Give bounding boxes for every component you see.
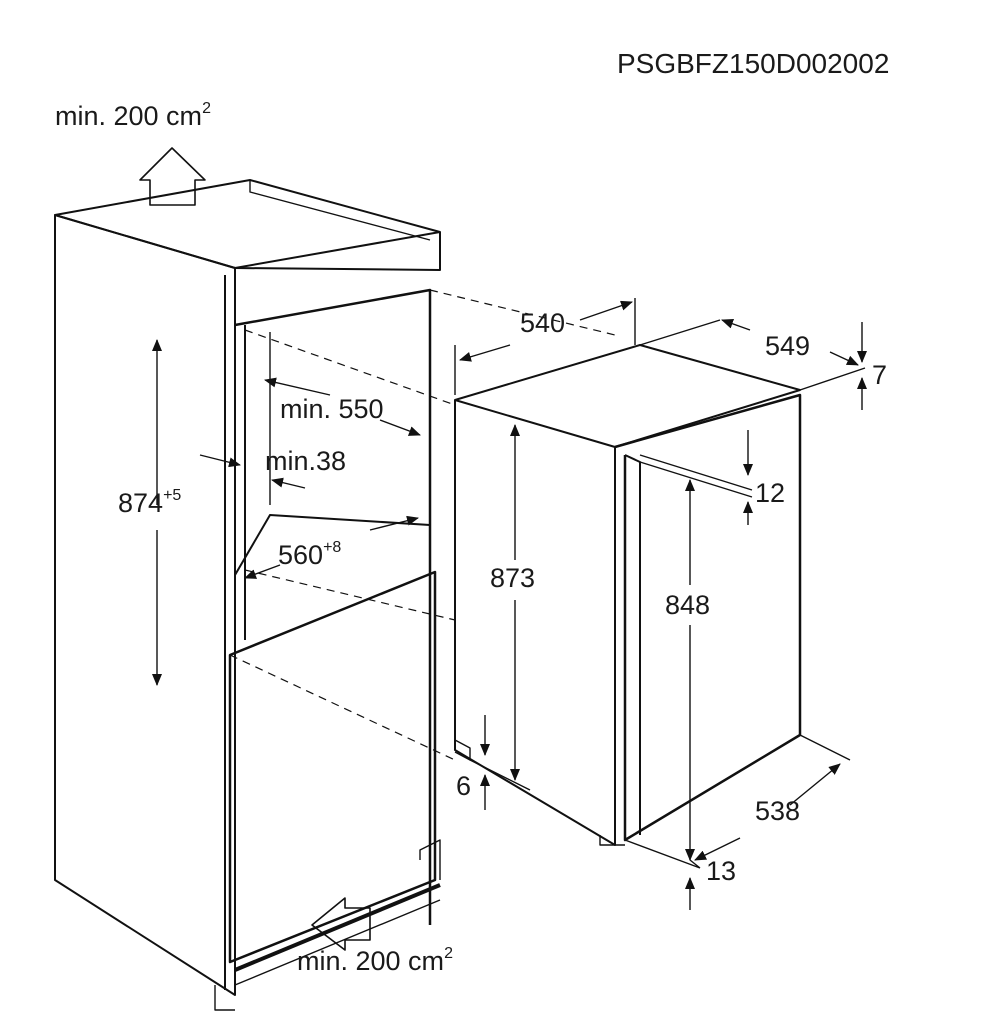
top-ventilation-label: min. 200 cm2: [55, 100, 211, 131]
niche-height-tolerance: +5: [163, 487, 182, 504]
top-offset-label: 7: [872, 360, 888, 390]
bottom-ventilation-sup: 2: [444, 945, 453, 962]
appliance-height-label: 873: [490, 563, 536, 593]
appliance-width-label: 540: [520, 308, 566, 338]
door-height-label: 848: [665, 590, 711, 620]
niche-width-label: 560+8: [278, 539, 342, 570]
bottom-ventilation-label: min. 200 cm2: [297, 945, 453, 976]
niche-depth-label: min. 550: [280, 394, 384, 424]
door-offset-label: 12: [755, 478, 786, 508]
bottom-ventilation-text: min. 200 cm: [297, 946, 445, 976]
top-ventilation-text: min. 200 cm: [55, 101, 203, 131]
diagram-code: PSGBFZ150D002002: [617, 48, 890, 79]
side-gap-label: min.38: [265, 446, 347, 476]
foot-height-label: 6: [456, 771, 472, 801]
niche-height-label: 874+5: [118, 487, 182, 518]
appliance-depth-label: 549: [765, 331, 811, 361]
vent-up-arrow-icon: [139, 147, 206, 206]
niche-height-value: 874: [118, 488, 164, 518]
niche-width-value: 560: [278, 540, 324, 570]
vent-in-arrow-icon: [311, 897, 371, 951]
top-ventilation-sup: 2: [202, 100, 211, 117]
door-width-label: 538: [755, 796, 801, 826]
niche-width-tolerance: +8: [323, 539, 342, 556]
bottom-offset-label: 13: [706, 856, 737, 886]
cabinet-niche: [54, 179, 441, 1011]
appliance: [454, 344, 802, 846]
